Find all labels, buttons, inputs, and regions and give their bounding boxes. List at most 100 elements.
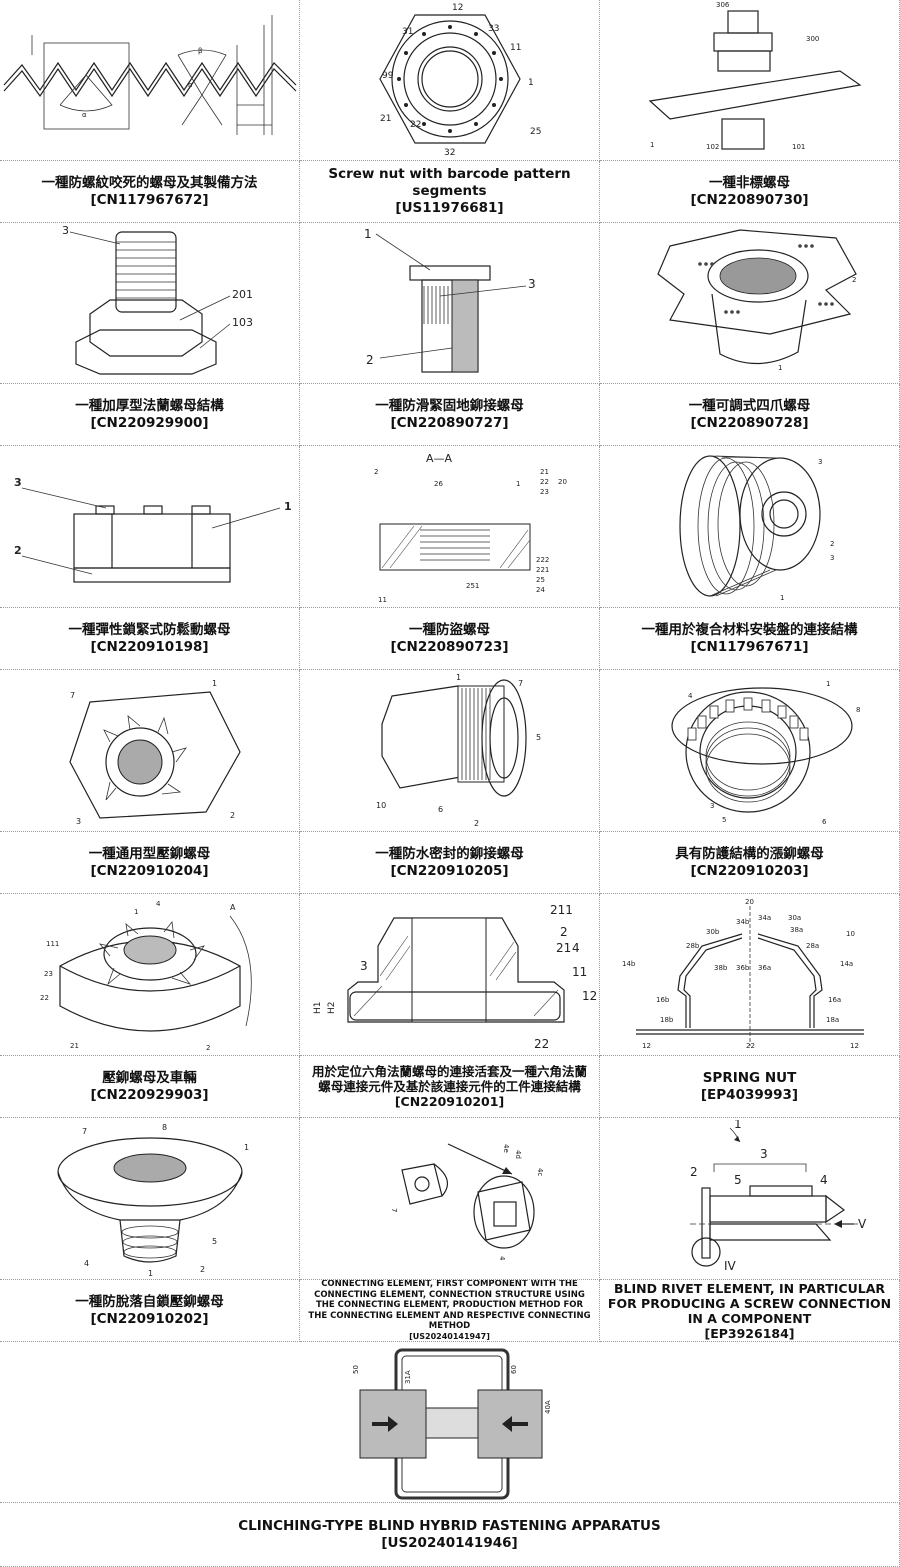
label-103: 103 (232, 316, 253, 329)
barcode-nut-drawing: 12 31 33 11 99 1 21 22 25 32 (340, 1, 560, 159)
label-2: 2 (560, 925, 568, 939)
label-30b: 30b (706, 928, 720, 936)
patent-caption-11: 一種防水密封的鉚接螺母 [CN220910205] (300, 832, 600, 894)
patent-caption-8: 一種防盜螺母 [CN220890723] (300, 608, 600, 670)
label-31: 31 (402, 27, 413, 37)
label-3: 3 (14, 476, 22, 489)
waterproof-rivet-nut-drawing: 1 7 5 10 6 2 (340, 672, 560, 830)
label-8: 8 (856, 706, 860, 714)
label-28b: 28b (686, 942, 700, 950)
patent-number: [CN220910202] (90, 1311, 208, 1328)
label-11: 11 (378, 596, 387, 604)
label-34b: 34b (736, 918, 750, 926)
label-5: 5 (722, 816, 726, 824)
label-section-aa: A—A (426, 452, 453, 465)
label-12: 12 (452, 3, 463, 13)
patent-title: 一種通用型壓鉚螺母 (89, 846, 211, 863)
label-5: 5 (212, 1237, 217, 1246)
label-4: 4 (572, 941, 580, 955)
patent-number: [CN220910201] (395, 1094, 504, 1109)
patent-caption-13: 壓鉚螺母及車輛 [CN220929903] (0, 1056, 300, 1118)
patent-title: SPRING NUT (703, 1070, 797, 1087)
patent-caption-15: SPRING NUT [EP4039993] (600, 1056, 900, 1118)
label-221: 221 (536, 566, 549, 574)
label-211: 211 (550, 903, 573, 917)
label-38b: 38b (714, 964, 728, 972)
slotted-nut-drawing: 3 1 2 (2, 448, 298, 606)
label-22: 22 (746, 1042, 755, 1050)
label-3b: 3 (830, 554, 834, 562)
vehicle-rivet-nut-drawing: 1 4 A 111 23 22 21 2 (30, 896, 270, 1054)
patent-caption-18: BLIND RIVET ELEMENT, IN PARTICULAR FOR P… (600, 1280, 900, 1342)
patent-figure-18: 1 3 2 5 4 V IV (600, 1118, 900, 1280)
blind-hybrid-fastener-drawing: 50 31A 60 40A (330, 1344, 570, 1500)
patent-title: 一種可調式四爪螺母 (689, 398, 811, 415)
label-4: 4 (820, 1173, 828, 1187)
patent-caption-17: CONNECTING ELEMENT, FIRST COMPONENT WITH… (300, 1280, 600, 1342)
patent-number: [CN220890727] (390, 415, 508, 432)
label-5: 5 (536, 733, 541, 742)
label-21: 21 (540, 468, 549, 476)
label-18b: 18b (660, 1016, 674, 1024)
connecting-element-drawing: 4e 4d 4c 7 4 (330, 1120, 570, 1278)
patent-title: 一種彈性鎖緊式防鬆動螺母 (69, 622, 231, 639)
label-30a: 30a (788, 914, 801, 922)
label-7: 7 (390, 1208, 398, 1212)
blind-rivet-element-drawing: 1 3 2 5 4 V IV (630, 1120, 870, 1278)
composite-mount-drawing: 3 2 3 1 (630, 448, 870, 606)
label-14a: 14a (840, 960, 853, 968)
patent-figure-4: 3 201 103 (0, 223, 300, 384)
patent-title: 具有防護結構的漲鉚螺母 (675, 846, 824, 863)
label-14b: 14b (622, 960, 636, 968)
spring-nut-drawing: 20 34b 34a 30a 30b 38a 10 28b 28a 14b 38… (602, 896, 898, 1054)
label-20: 20 (745, 898, 754, 906)
patent-figure-3: 306 300 1 102 101 (600, 0, 900, 161)
patent-number: [CN220910205] (390, 863, 508, 880)
label-22: 22 (40, 994, 49, 1002)
label-32: 32 (444, 148, 455, 158)
label-20: 20 (558, 478, 567, 486)
label-36b: 36b (736, 964, 750, 972)
label-10: 10 (846, 930, 855, 938)
label-1: 1 (780, 594, 784, 602)
patent-number: [CN220910203] (690, 863, 808, 880)
patent-caption-7: 一種彈性鎖緊式防鬆動螺母 [CN220910198] (0, 608, 300, 670)
label-2: 2 (374, 468, 378, 476)
patent-title: 一種加厚型法蘭螺母結構 (75, 398, 224, 415)
label-1: 1 (134, 908, 138, 916)
rivet-nut-drawing: 1 3 2 (340, 224, 560, 382)
label-1: 1 (456, 673, 461, 682)
patent-caption-6: 一種可調式四爪螺母 [CN220890728] (600, 384, 900, 446)
label-300: 300 (806, 35, 819, 43)
label-16a: 16a (828, 996, 841, 1004)
four-claw-nut-drawing: 1 2 (630, 224, 870, 382)
patent-figure-16: 7 8 1 5 4 1 2 (0, 1118, 300, 1280)
label-10: 10 (376, 801, 386, 810)
label-22: 22 (540, 478, 549, 486)
press-rivet-nut-drawing: 7 1 3 2 (40, 672, 260, 830)
label-25: 25 (530, 127, 541, 137)
label-H2: H2 (327, 1001, 337, 1014)
label-8: 8 (162, 1123, 167, 1132)
patent-figure-9: 3 2 3 1 (600, 446, 900, 608)
label-21: 21 (556, 941, 571, 955)
label-2: 2 (200, 1265, 205, 1274)
label-7: 7 (70, 691, 75, 700)
patent-number: [US20240141946] (381, 1535, 517, 1552)
label-3: 3 (76, 817, 81, 826)
label-alpha: α (82, 111, 87, 119)
antitheft-nut-section-drawing: A—A 2 26 1 21 22 23 20 222 221 25 24 251… (330, 448, 570, 606)
patent-title: BLIND RIVET ELEMENT, IN PARTICULAR FOR P… (606, 1281, 893, 1326)
patent-caption-19: CLINCHING-TYPE BLIND HYBRID FASTENING AP… (0, 1503, 900, 1567)
label-251: 251 (466, 582, 479, 590)
label-2: 2 (366, 353, 374, 367)
patent-figure-10: 7 1 3 2 (0, 670, 300, 832)
patent-number: [CN220929903] (90, 1087, 208, 1104)
patent-title: CLINCHING-TYPE BLIND HYBRID FASTENING AP… (238, 1518, 660, 1535)
label-36a: 36a (758, 964, 771, 972)
patent-number: [CN117967672] (90, 192, 208, 209)
patent-title: 一種防螺紋咬死的螺母及其製備方法 (42, 175, 258, 192)
label-25: 25 (536, 576, 545, 584)
patent-title: CONNECTING ELEMENT, FIRST COMPONENT WITH… (306, 1280, 593, 1332)
label-4: 4 (84, 1259, 89, 1268)
